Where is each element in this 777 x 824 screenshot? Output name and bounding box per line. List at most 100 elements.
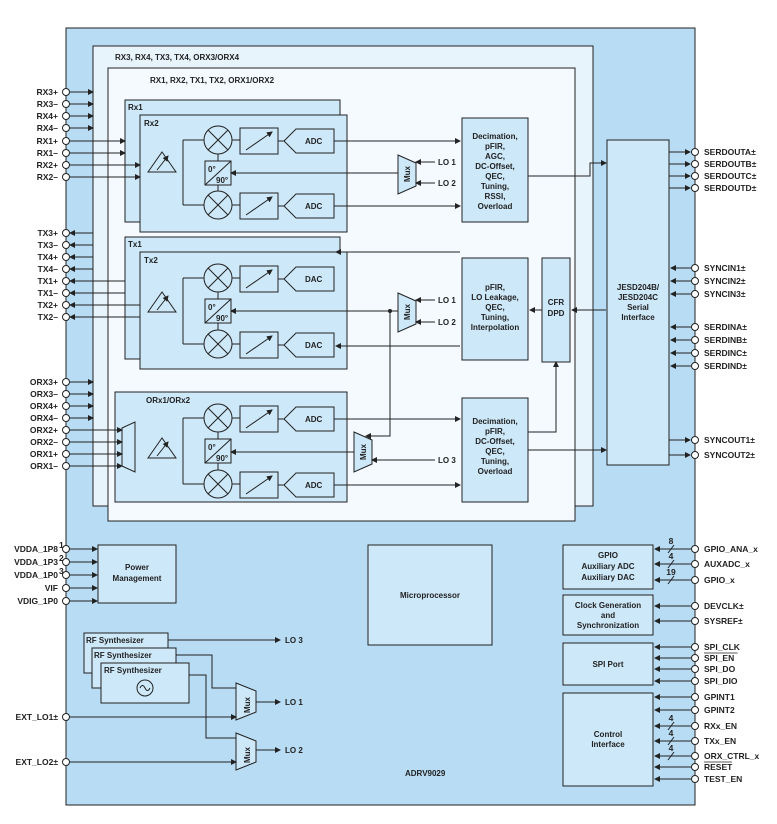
clock-line-1: and [601, 611, 615, 620]
rx-dsp-line-5: Tuning, [481, 182, 509, 191]
pin-gpio-ana-x: GPIO_ANA_x [704, 544, 758, 554]
svg-text:ADC: ADC [305, 202, 323, 211]
power-footnote: 3 [59, 566, 64, 576]
right-pins: SERDOUTA±SERDOUTB±SERDOUTC±SERDOUTD±SYNC… [654, 147, 760, 784]
svg-text:RF Synthesizer: RF Synthesizer [94, 651, 152, 660]
rx-lo-mux [397, 154, 417, 195]
pin-pad [691, 763, 699, 771]
pin-pad [62, 313, 70, 321]
pin-pad [62, 173, 70, 181]
control-interface-block [562, 692, 654, 787]
pin-txx-en: TXx_EN [704, 736, 736, 746]
pin-pad [62, 558, 70, 566]
power-line-1: Management [113, 574, 162, 583]
tx-chain: DAC DAC 0° 90° Mux LO 1 LO 2 pFIR, LO Le… [147, 249, 606, 439]
pin-pad [691, 706, 699, 714]
pin-pad [62, 277, 70, 285]
pin-pad [62, 161, 70, 169]
pin-rx3-: RX3– [37, 99, 59, 109]
pin-rx4-: RX4– [37, 123, 59, 133]
svg-text:LO 1: LO 1 [285, 698, 303, 707]
pin-gpint2: GPINT2 [704, 705, 735, 715]
pin-sysref-: SYSREF± [704, 616, 743, 626]
svg-text:Mux: Mux [403, 165, 412, 182]
pin-orx2-: ORX2– [30, 437, 58, 447]
rx1-label: Rx1 [128, 103, 143, 112]
svg-text:LO 2: LO 2 [285, 746, 303, 755]
power-footnote: 1 [59, 540, 64, 550]
pin-pad [62, 241, 70, 249]
bus-width: 4 [669, 728, 674, 738]
svg-text:LO 3: LO 3 [285, 636, 303, 645]
pin-pad [62, 149, 70, 157]
pin-serdina-: SERDINA± [704, 322, 747, 332]
bus-slash [667, 544, 675, 554]
pin-pad [62, 402, 70, 410]
pin-pad [62, 390, 70, 398]
pin-vdda-1p3: VDDA_1P3 [14, 557, 58, 567]
svg-text:90°: 90° [216, 314, 228, 323]
pin-ext-lo1: EXT_LO1± [16, 712, 59, 722]
orx-dsp-line-2: DC-Offset, [475, 437, 515, 446]
pin-pad [691, 545, 699, 553]
orx-dsp-line-0: Decimation, [472, 417, 517, 426]
pin-pad [691, 693, 699, 701]
pin-spi-en: SPI_EN [704, 653, 734, 663]
pin-pad [62, 597, 70, 605]
pin-pad [62, 571, 70, 579]
microprocessor-label: Microprocessor [400, 591, 460, 600]
pin-pad [62, 462, 70, 470]
pin-pad [691, 643, 699, 651]
pin-pad [62, 414, 70, 422]
pin-pad [691, 148, 699, 156]
pin-pad [62, 301, 70, 309]
pin-pad [691, 737, 699, 745]
pin-pad [62, 289, 70, 297]
pin-pad [62, 450, 70, 458]
pin-pad [691, 290, 699, 298]
pin-vdda-1p8: VDDA_1P8 [14, 544, 58, 554]
power-footnote: 2 [59, 553, 64, 563]
spi-label: SPI Port [592, 660, 623, 669]
spi-port-block [562, 642, 654, 686]
pin-pad [691, 160, 699, 168]
gpio-line-0: GPIO [598, 551, 618, 560]
pin-pad [62, 584, 70, 592]
pin-orx-ctrl-x: ORX_CTRL_x [704, 751, 760, 761]
pin-pad [62, 100, 70, 108]
tx-attenuator [147, 291, 177, 313]
pin-test-en: TEST_EN [704, 774, 742, 784]
bus-width: 19 [666, 567, 676, 577]
inner-channel-label: RX1, RX2, TX1, TX2, ORX1/ORX2 [150, 76, 275, 85]
svg-text:90°: 90° [216, 176, 228, 185]
left-pins: RX3+RX3–RX4+RX4–RX1+RX1–RX2+RX2–TX3+TX3–… [14, 87, 237, 767]
clock-line-0: Clock Generation [575, 601, 641, 610]
orx-input-mux [121, 421, 136, 473]
svg-text:LO 3: LO 3 [438, 456, 456, 465]
pin-tx3-: TX3+ [37, 228, 58, 238]
pin-reset: RESET [704, 762, 733, 772]
svg-text:90°: 90° [216, 454, 228, 463]
control-line-1: Interface [591, 740, 625, 749]
pin-serdind-: SERDIND± [704, 361, 747, 371]
pin-pad [691, 451, 699, 459]
pin-pad [62, 713, 70, 721]
bus-slash [667, 721, 675, 731]
pin-pad [62, 545, 70, 553]
pin-orx3-: ORX3+ [30, 377, 58, 387]
gpio-aux-block [562, 544, 654, 590]
pin-pad [691, 560, 699, 568]
jesd-line-0: JESD204B/ [617, 283, 660, 292]
svg-text:ADC: ADC [305, 137, 323, 146]
pin-tx2-: TX2+ [37, 300, 58, 310]
pin-pad [691, 172, 699, 180]
bus-width: 8 [669, 536, 674, 546]
orx-chain: ADC ADC 0° 90° Mux LO 3 Decimation, pFIR… [121, 361, 607, 503]
pin-pad [691, 323, 699, 331]
tx-dac-i [283, 266, 335, 292]
bus-width: 4 [669, 551, 674, 561]
pin-pad [62, 378, 70, 386]
pin-pad [691, 362, 699, 370]
pin-orx1-: ORX1+ [30, 449, 58, 459]
svg-text:DAC: DAC [305, 275, 323, 284]
